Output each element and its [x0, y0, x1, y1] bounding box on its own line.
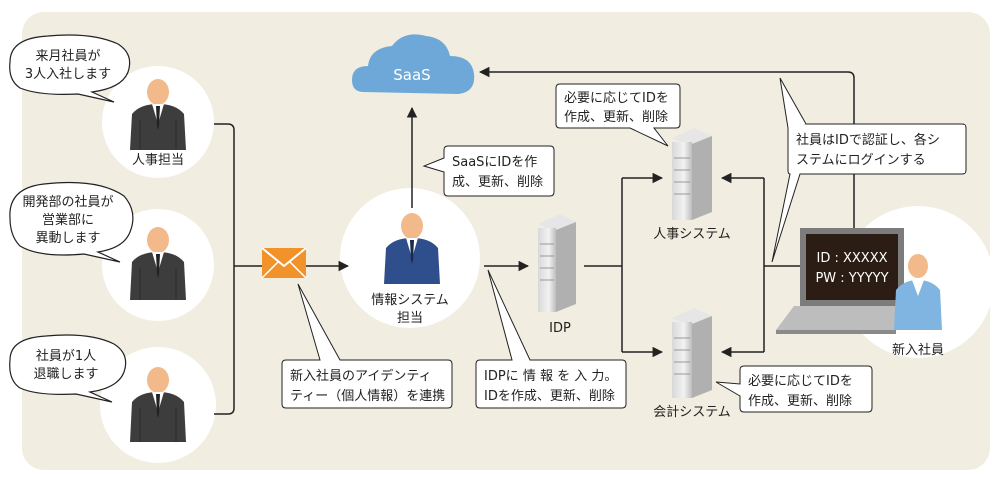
- speech-bubble-3: 社員が1人 退職します: [9, 334, 127, 403]
- note-hr-system: 必要に応じてIDを 作成、更新、削除: [555, 83, 681, 147]
- note-identity-line-1: 新入社員のアイデンティ: [290, 368, 432, 384]
- note-hr-line-2: 作成、更新、削除: [564, 109, 668, 125]
- bubble-2-line-1: 開発部の社員が: [22, 194, 113, 210]
- bubble-3-line-1: 社員が1人: [36, 348, 96, 364]
- actor-hr-label: 人事担当: [132, 153, 184, 168]
- speech-bubble-2: 開発部の社員が 営業部に 異動します: [9, 181, 134, 263]
- note-login-line-1: 社員はIDで認証し、各シ: [796, 132, 940, 148]
- note-saas-id: SaaSにIDを作 成、更新、削除: [422, 145, 555, 197]
- bubble-2-line-2: 営業部に: [42, 212, 94, 228]
- actor-is-label-2: 担当: [397, 311, 423, 326]
- idp-server-icon: [538, 214, 576, 312]
- arrow-login-saas: [478, 66, 855, 228]
- person-2-figure: [130, 227, 186, 300]
- note-idp-line-2: IDを作成、更新、削除: [484, 388, 615, 404]
- bubble-1-line-2: 3人入社します: [25, 66, 111, 82]
- hr-system-server-icon: [672, 128, 712, 220]
- note-acct-line-2: 作成、更新、削除: [748, 393, 852, 409]
- note-saas-line-2: 成、更新、削除: [452, 174, 543, 190]
- laptop-pw-text: PW : YYYYY: [815, 271, 888, 286]
- background-panel: [22, 12, 990, 470]
- idp-label: IDP: [549, 321, 571, 336]
- actor-is-label-1: 情報システム: [371, 293, 449, 308]
- speech-bubble-1: 来月社員が 3人入社します: [9, 34, 131, 103]
- note-acct-system: 必要に応じてIDを 作成、更新、削除: [715, 365, 873, 413]
- acct-system-label: 会計システム: [653, 404, 731, 420]
- person-is-figure: [384, 213, 440, 284]
- note-idp-input: IDPに 情 報 を 入 力。 IDを作成、更新、削除: [475, 269, 627, 409]
- envelope-icon: [261, 247, 307, 279]
- note-identity-line-2: ティー（個人情報）を連携: [290, 388, 445, 404]
- note-saas-line-1: SaaSにIDを作: [452, 155, 537, 170]
- note-hr-line-1: 必要に応じてIDを: [564, 91, 669, 106]
- idp-branch-lines: [584, 178, 623, 352]
- bubble-2-line-3: 異動します: [35, 231, 100, 246]
- note-identity: 新入社員のアイデンティ ティー（個人情報）を連携: [281, 283, 453, 409]
- hr-system-label: 人事システム: [653, 227, 731, 242]
- bubble-3-line-2: 退職します: [33, 367, 98, 382]
- laptop-id-text: ID : XXXXX: [816, 251, 887, 266]
- laptop-icon: [776, 228, 910, 334]
- note-login-line-2: ステムにログインする: [796, 153, 926, 168]
- note-login: 社員はIDで認証し、各シ ステムにログインする: [771, 77, 967, 263]
- note-acct-line-1: 必要に応じてIDを: [748, 374, 853, 389]
- acct-system-server-icon: [672, 308, 712, 398]
- laptop-login-lines: [763, 178, 800, 352]
- person-hr-figure: [130, 79, 186, 150]
- saas-label: SaaS: [393, 66, 430, 84]
- actor-newemp-label: 新入社員: [892, 342, 944, 358]
- saas-cloud-icon: [352, 34, 475, 94]
- person-3-figure: [130, 367, 186, 442]
- person-newemp-figure: [894, 254, 942, 330]
- note-idp-line-1: IDPに 情 報 を 入 力。: [484, 369, 617, 384]
- bubble-1-line-1: 来月社員が: [35, 48, 100, 64]
- persona-bracket: [214, 123, 235, 415]
